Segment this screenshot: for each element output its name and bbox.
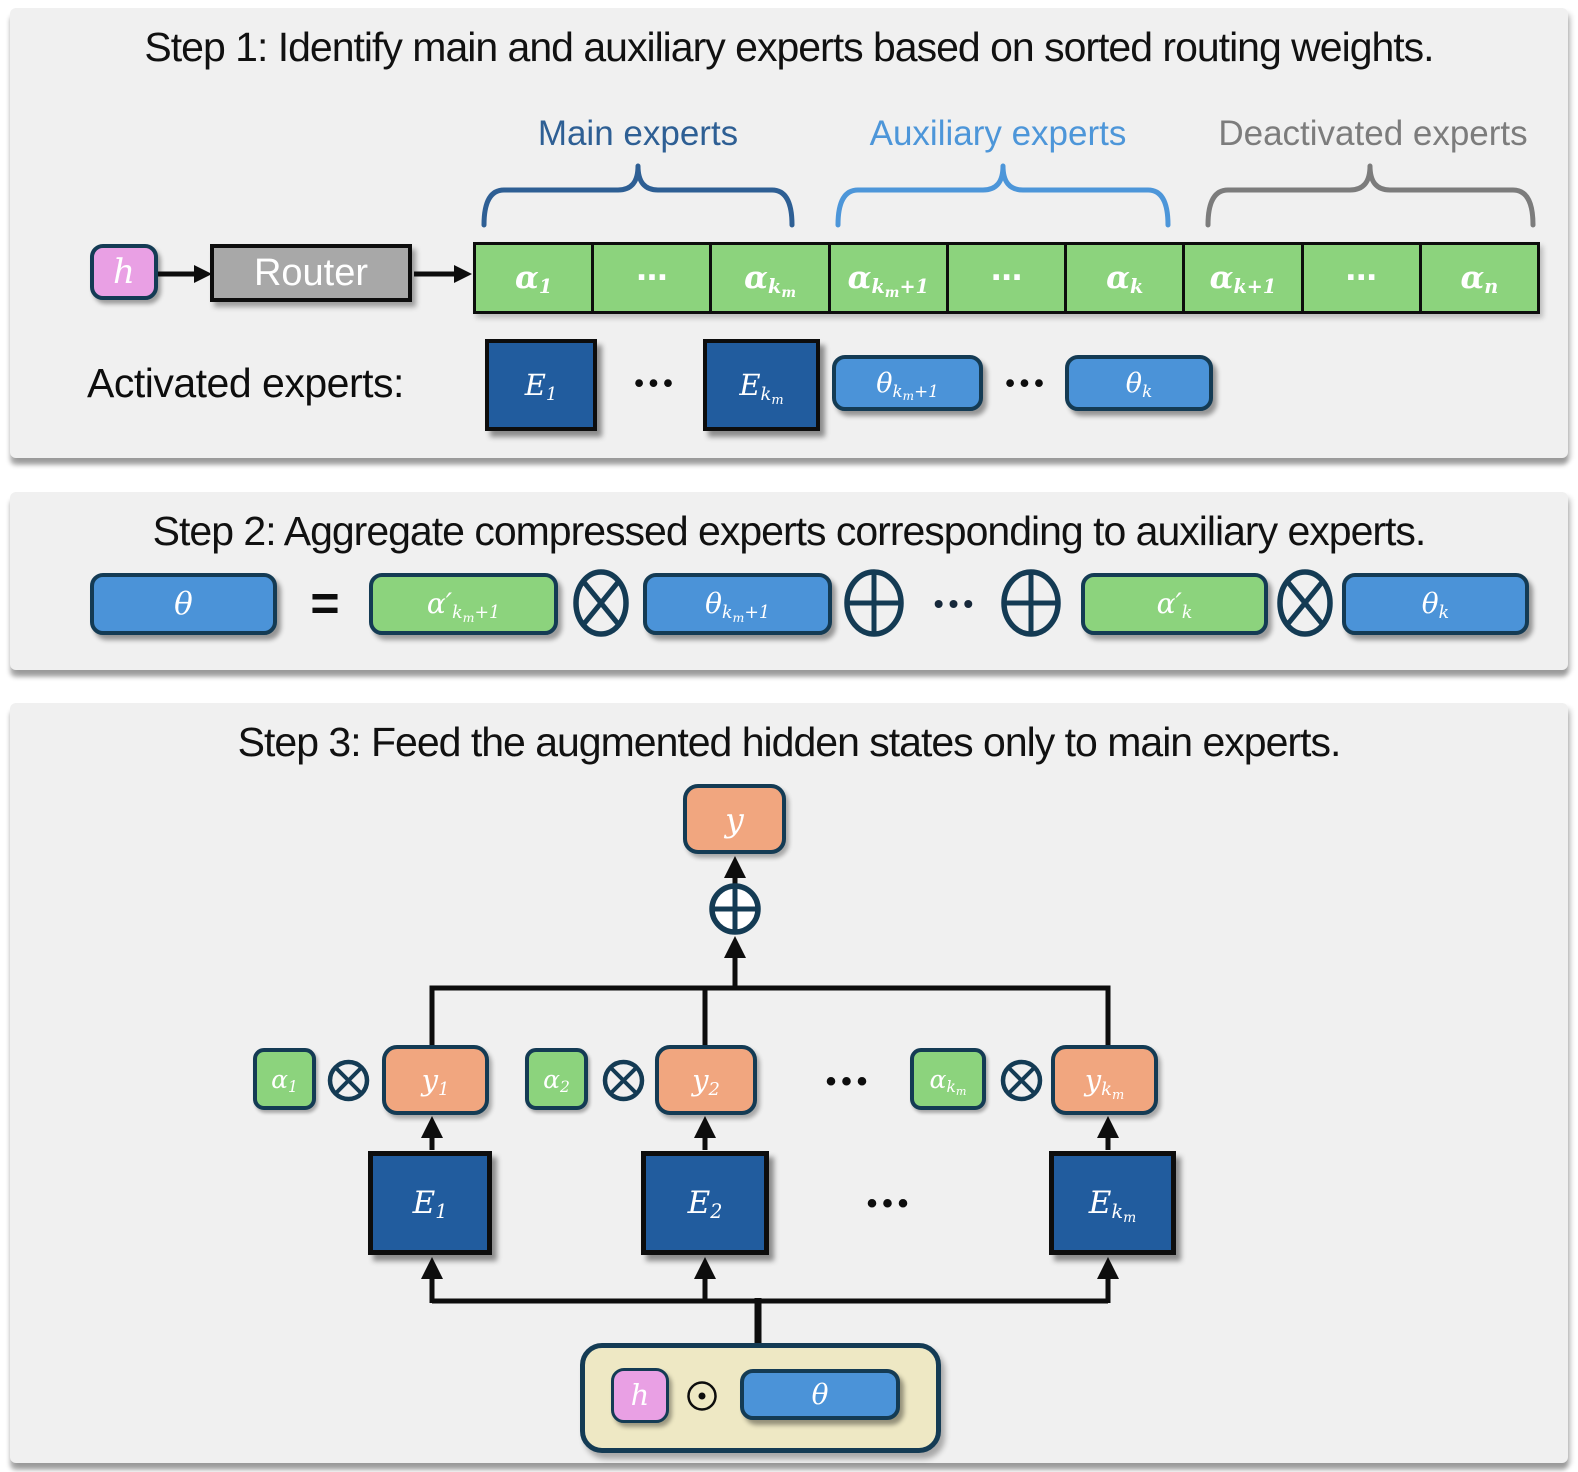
expert-box: Ekm xyxy=(1049,1151,1176,1255)
expert-label: Ekm xyxy=(739,367,784,408)
weight-cell: ⋯ xyxy=(594,245,713,311)
otimes-icon xyxy=(1000,1059,1043,1102)
expert-box: E2 xyxy=(641,1151,769,1255)
arrow-h-to-router xyxy=(158,265,212,283)
arrow-router-to-weights xyxy=(414,265,472,283)
otimes-icon xyxy=(327,1059,370,1102)
expert-label: E1 xyxy=(524,367,558,405)
alpha-label: α2 xyxy=(543,1064,570,1097)
auxiliary-experts-label: Auxiliary experts xyxy=(869,114,1127,153)
equals-sign: = xyxy=(310,575,340,631)
y-label: y2 xyxy=(692,1062,720,1100)
aux-expert-box: θk xyxy=(1065,355,1213,411)
alpha-weight-box: α1 xyxy=(253,1048,316,1110)
alpha-weight-box: αkm xyxy=(910,1048,986,1110)
expert-label: Ekm xyxy=(1088,1184,1137,1227)
aggregated-theta-box: θ xyxy=(90,573,277,635)
y-label: y xyxy=(725,799,744,839)
theta-box: θkm+1 xyxy=(643,573,832,635)
y-label: y1 xyxy=(421,1062,450,1100)
weight-label: αkm xyxy=(744,259,796,302)
hidden-state-box: h xyxy=(90,244,158,300)
odot-icon xyxy=(687,1381,717,1411)
router-box: Router xyxy=(210,244,412,302)
theta-label: θk xyxy=(1125,367,1153,401)
theta-label: θk xyxy=(1421,587,1450,624)
auxiliary-experts-brace xyxy=(835,163,1171,228)
alpha-prime-label: α′k xyxy=(1156,587,1193,624)
otimes-icon xyxy=(573,569,629,637)
weight-cell: ⋯ xyxy=(1303,245,1422,311)
routing-weights-row: α1 ⋯ αkm αkm+1 ⋯ αk αk+1 ⋯ αn xyxy=(473,242,1540,314)
h-label: h xyxy=(630,1378,650,1412)
augmented-input-box: h θ xyxy=(580,1343,941,1453)
expert-label: E2 xyxy=(687,1184,723,1224)
activated-experts-label: Activated experts: xyxy=(87,360,404,406)
expert-label: E1 xyxy=(412,1184,448,1224)
step3-title: Step 3: Feed the augmented hidden states… xyxy=(237,719,1342,765)
weighted-output-box: ykm xyxy=(1051,1045,1158,1115)
weight-cell: αn xyxy=(1421,245,1537,311)
weight-cell: αk+1 xyxy=(1185,245,1304,311)
alpha-prime-box: α′k xyxy=(1081,573,1268,635)
weight-label: ⋯ xyxy=(1345,259,1377,296)
otimes-icon xyxy=(1277,569,1333,637)
oplus-icon xyxy=(1001,569,1061,637)
weight-cell: α1 xyxy=(476,245,595,311)
alpha-weight-box: α2 xyxy=(525,1048,588,1110)
step3-panel: Step 3: Feed the augmented hidden states… xyxy=(10,703,1568,1463)
weighted-output-box: y2 xyxy=(655,1045,757,1115)
weight-cell: αkm xyxy=(712,245,831,311)
weight-cell: αkm+1 xyxy=(830,245,949,311)
weight-label: αk+1 xyxy=(1209,259,1277,299)
weight-label: ⋯ xyxy=(636,259,668,296)
ellipsis: ••• xyxy=(866,1187,914,1220)
alpha-prime-label: α′km+1 xyxy=(426,587,501,625)
y-label: ykm xyxy=(1084,1062,1125,1103)
weight-label: α1 xyxy=(514,259,553,299)
ellipsis: ••• xyxy=(634,368,678,398)
otimes-icon xyxy=(602,1059,645,1102)
weight-cell: ⋯ xyxy=(948,245,1068,311)
ellipsis: ••• xyxy=(825,1065,873,1098)
expert-box: E1 xyxy=(368,1151,492,1255)
weight-cell: αk xyxy=(1067,245,1186,311)
main-experts-brace xyxy=(481,163,795,228)
weight-label: αn xyxy=(1460,259,1499,299)
main-expert-box: Ekm xyxy=(703,339,820,431)
h-box: h xyxy=(611,1368,669,1423)
aux-expert-box: θkm+1 xyxy=(832,355,983,411)
theta-box: θ xyxy=(740,1369,900,1420)
h-label: h xyxy=(113,252,135,292)
weight-label: αkm+1 xyxy=(847,259,929,302)
weighted-output-box: y1 xyxy=(382,1045,489,1115)
alpha-prime-box: α′km+1 xyxy=(369,573,558,635)
step2-panel: Step 2: Aggregate compressed experts cor… xyxy=(10,492,1568,670)
deactivated-experts-brace xyxy=(1205,163,1536,228)
theta-label: θkm+1 xyxy=(705,587,770,625)
weight-label: ⋯ xyxy=(990,259,1022,296)
ellipsis: ••• xyxy=(933,588,979,619)
main-expert-box: E1 xyxy=(485,339,597,431)
main-experts-label: Main experts xyxy=(537,114,739,153)
oplus-icon xyxy=(844,569,904,637)
alpha-label: α1 xyxy=(271,1064,298,1097)
oplus-icon xyxy=(709,883,761,935)
output-y-box: y xyxy=(683,784,786,854)
step1-title: Step 1: Identify main and auxiliary expe… xyxy=(144,24,1434,70)
ellipsis: ••• xyxy=(1005,368,1049,398)
alpha-label: αkm xyxy=(929,1064,967,1099)
router-label: Router xyxy=(253,251,369,294)
deactivated-experts-label: Deactivated experts xyxy=(1218,114,1528,153)
connector-lines xyxy=(421,856,1119,1345)
theta-box: θk xyxy=(1342,573,1529,635)
theta-label: θ xyxy=(174,585,193,622)
weight-label: αk xyxy=(1106,259,1144,299)
theta-label: θkm+1 xyxy=(876,367,939,403)
theta-label: θ xyxy=(811,1377,829,1411)
step1-panel: Step 1: Identify main and auxiliary expe… xyxy=(10,8,1568,458)
step2-title: Step 2: Aggregate compressed experts cor… xyxy=(152,508,1427,554)
